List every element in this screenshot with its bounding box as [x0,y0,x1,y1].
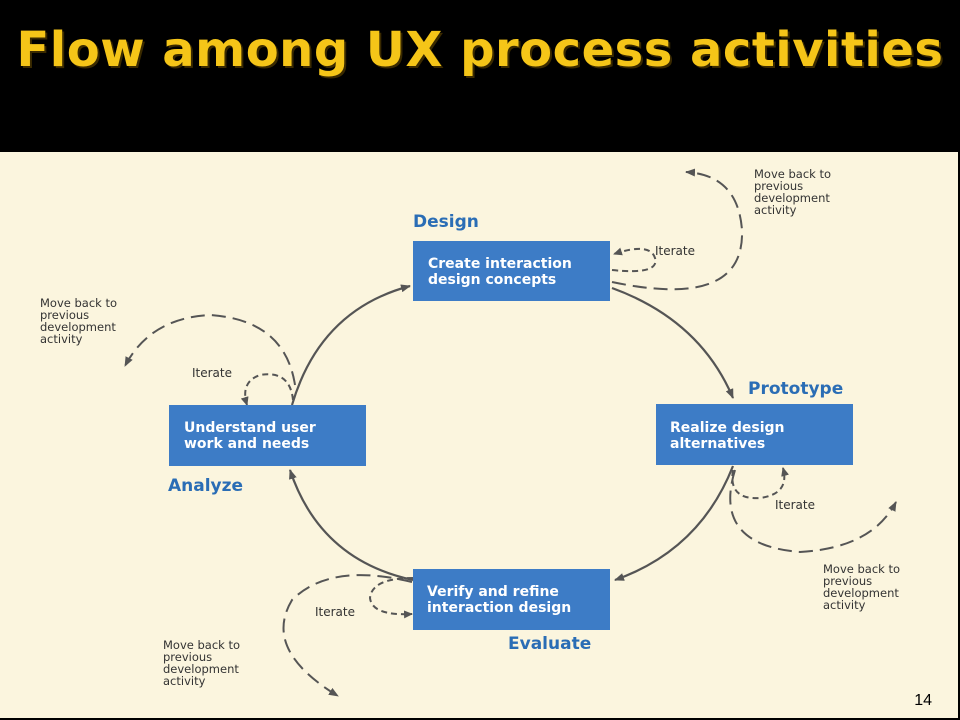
phase-label-evaluate: Evaluate [508,634,591,654]
box-evaluate-line-2: interaction design [427,600,571,616]
box-analyze-line-1: Understand user [184,420,316,436]
iterate-label-analyze: Iterate [192,366,232,380]
flow-arrow-analyze-to-design [290,284,411,406]
svg-text:design concepts: design concepts [428,272,556,288]
box-prototype: Realize design alternatives [656,404,853,465]
svg-text:Understand user: Understand user [184,420,316,436]
box-design-line-1: Create interaction [428,256,572,272]
svg-text:Verify and refine: Verify and refine [427,584,559,600]
iterate-label-evaluate: Iterate [315,605,355,619]
svg-text:alternatives: alternatives [670,436,765,452]
move-back-loop-design [611,168,744,291]
flow-arrow-prototype-to-evaluate [614,465,735,582]
box-evaluate-line-1: Verify and refine [427,584,559,600]
page-number: 14 [914,692,932,709]
svg-text:interaction design: interaction design [427,600,571,616]
iterate-loop-evaluate [368,577,414,619]
box-analyze: Understand user work and needs [169,405,366,466]
move-back-loop-prototype [729,469,897,554]
move-back-label-design: Move back to previous development activi… [754,167,835,217]
box-design-line-2: design concepts [428,272,556,288]
move-back-label-analyze: Move back to previous development activi… [40,296,121,346]
box-evaluate: Verify and refine interaction design [413,569,610,630]
phase-label-design: Design [413,212,479,232]
flow-arrow-evaluate-to-analyze [288,469,414,582]
iterate-label-prototype: Iterate [775,498,815,512]
move-back-label-evaluate: Move back to previous development activi… [163,638,244,688]
title-bar: Flow among UX process activities [0,0,960,152]
phase-label-prototype: Prototype [748,379,843,399]
box-analyze-line-2: work and needs [184,436,309,452]
move-back-loop-analyze [124,313,296,386]
svg-text:Realize design: Realize design [670,420,784,436]
box-prototype-line-2: alternatives [670,436,765,452]
svg-text:Create interaction: Create interaction [428,256,572,272]
move-back-loop-evaluate [282,574,413,697]
box-prototype-line-1: Realize design [670,420,784,436]
iterate-loop-analyze [240,373,294,406]
phase-label-analyze: Analyze [168,476,243,496]
box-design: Create interaction design concepts [413,241,610,301]
svg-text:work and needs: work and needs [184,436,309,452]
slide-title: Flow among UX process activities [16,22,944,78]
iterate-loop-prototype [731,467,789,500]
flow-arrow-design-to-prototype [611,286,735,399]
iterate-loop-design [611,247,657,273]
iterate-label-design: Iterate [655,244,695,258]
move-back-label-prototype: Move back to previous development activi… [823,562,904,612]
